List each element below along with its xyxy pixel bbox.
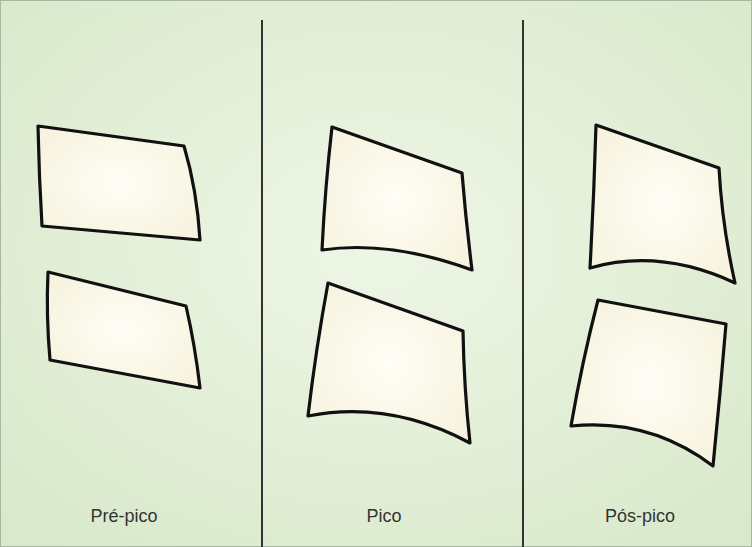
panel-label-slot: Pré-pico: [44, 506, 204, 527]
panel-label: Pré-pico: [90, 506, 157, 527]
vertebra-shape: [590, 125, 735, 283]
panel-label: Pico: [366, 506, 401, 527]
divider-line: [522, 20, 524, 547]
divider-line: [261, 20, 263, 547]
vertebra-shape: [308, 283, 470, 443]
vertebra-shape: [38, 126, 200, 240]
vertebra-shape: [322, 127, 472, 270]
vertebra-shape: [571, 300, 726, 466]
panel-label: Pós-pico: [605, 506, 675, 527]
panel-label-slot: Pico: [304, 506, 464, 527]
vertebra-shape: [47, 272, 200, 388]
panel-label-slot: Pós-pico: [560, 506, 720, 527]
